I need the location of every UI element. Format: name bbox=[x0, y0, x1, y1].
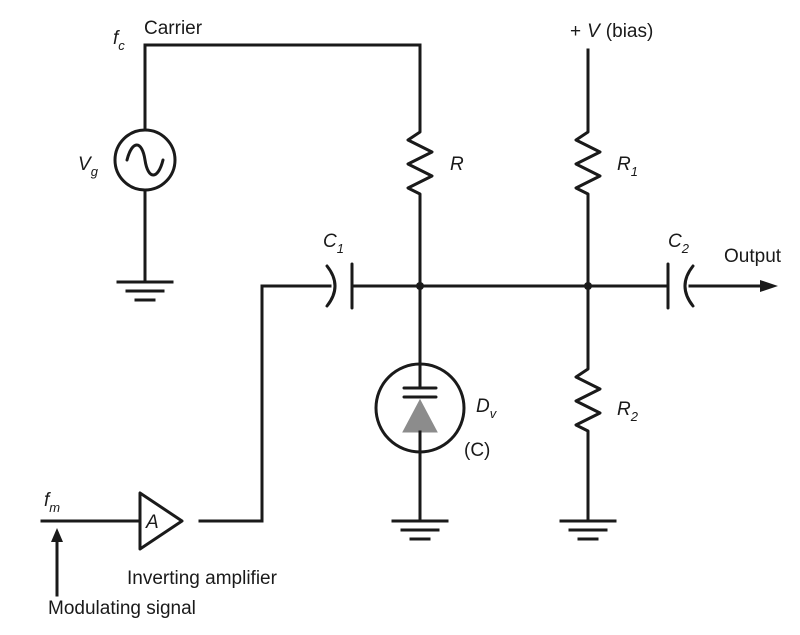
ground-symbol-vg bbox=[116, 280, 174, 302]
modulating-signal-label: Modulating signal bbox=[48, 598, 196, 619]
c2-label: C2 bbox=[668, 231, 690, 256]
output-arrow bbox=[760, 280, 778, 292]
carrier-wire bbox=[143, 43, 422, 284]
capacitor-c2 bbox=[666, 262, 695, 310]
c1-label: C1 bbox=[323, 231, 344, 256]
fm-label: fm bbox=[44, 490, 60, 515]
output-label: Output bbox=[724, 246, 782, 267]
inverting-amplifier-label: Inverting amplifier bbox=[127, 568, 278, 589]
vg-label: Vg bbox=[78, 154, 99, 179]
varactor-diode-dv bbox=[374, 284, 466, 523]
resistor-r1 bbox=[574, 126, 602, 288]
ground-symbol-diode bbox=[391, 519, 449, 541]
r1-label: R1 bbox=[617, 154, 638, 179]
r2-label: R2 bbox=[617, 399, 639, 424]
ground-symbol-r2 bbox=[559, 519, 617, 541]
bias-label: +V(bias) bbox=[570, 21, 653, 42]
signal-bus-wire bbox=[198, 284, 767, 523]
resistor-r2 bbox=[574, 284, 602, 523]
fc-label: fc bbox=[113, 28, 125, 53]
r-label: R bbox=[450, 154, 464, 175]
modulating-signal-arrow bbox=[51, 528, 63, 597]
carrier-label: Carrier bbox=[144, 18, 203, 39]
capacitor-c1 bbox=[325, 262, 354, 310]
inverting-amplifier bbox=[138, 491, 184, 551]
dv-capacitance-label: (C) bbox=[464, 440, 490, 461]
amplifier-a-label: A bbox=[145, 512, 159, 533]
dv-label: Dv bbox=[476, 396, 498, 421]
resistor-r bbox=[406, 126, 434, 288]
ac-source-vg bbox=[113, 128, 177, 192]
